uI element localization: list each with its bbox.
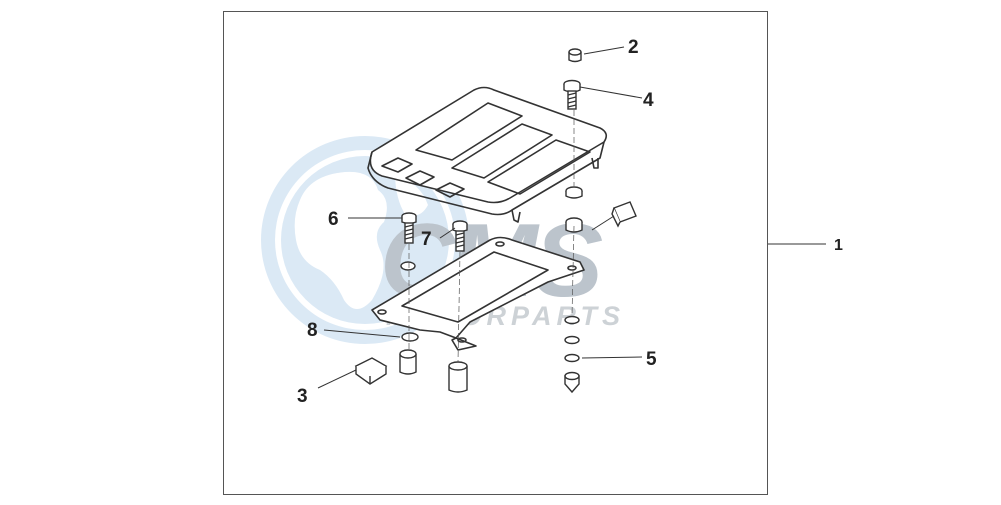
part-7-bolt bbox=[452, 220, 468, 252]
callout-1: 1 bbox=[834, 237, 843, 254]
part-8-washer bbox=[401, 332, 419, 342]
callout-8: 8 bbox=[307, 320, 318, 341]
part-4-bolt bbox=[563, 79, 581, 110]
callouts: 1 2 3 4 5 6 7 8 bbox=[297, 37, 843, 407]
callout-4: 4 bbox=[643, 90, 654, 111]
callout-7: 7 bbox=[421, 229, 432, 250]
spacers bbox=[399, 349, 468, 393]
part-6-bolt bbox=[400, 212, 417, 271]
part-2-cap bbox=[568, 48, 582, 63]
center-lines bbox=[408, 110, 575, 363]
diagram-frame bbox=[223, 11, 768, 495]
callout-3: 3 bbox=[297, 386, 308, 407]
callout-6: 6 bbox=[328, 209, 339, 230]
callout-2: 2 bbox=[628, 37, 639, 58]
luggage-rack bbox=[367, 86, 608, 223]
callout-5: 5 bbox=[646, 349, 657, 370]
watermark-globe-icon bbox=[261, 136, 469, 344]
leader-lines bbox=[317, 46, 826, 389]
right-rubber-block bbox=[611, 201, 637, 228]
part-3-rubber-block bbox=[354, 357, 388, 385]
